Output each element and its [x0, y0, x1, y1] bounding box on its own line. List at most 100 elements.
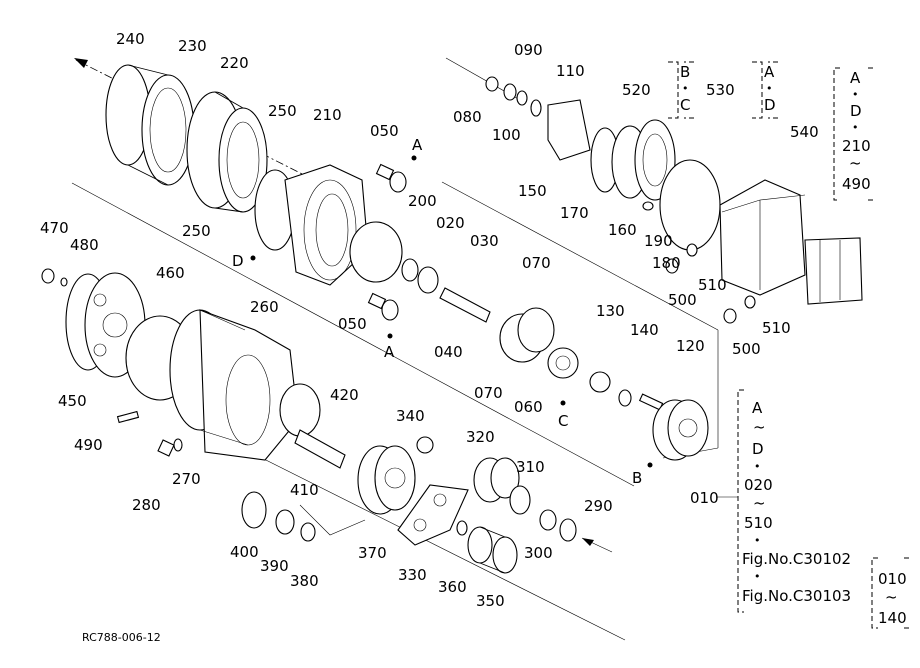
label-220: 220 — [220, 54, 249, 72]
label-260: 260 — [250, 298, 279, 316]
label-d4: D — [752, 440, 764, 458]
label-d2: D — [850, 102, 862, 120]
label-100: 100 — [492, 126, 521, 144]
label-tilde-010c: ~ — [885, 588, 898, 606]
bracket-540-close — [868, 67, 874, 201]
part-490-pin — [116, 410, 140, 424]
label-d3: D — [232, 252, 244, 270]
label-tilde-540: ~ — [849, 154, 862, 172]
label-290: 290 — [584, 497, 613, 515]
arrow-head-240 — [74, 58, 88, 68]
label-330: 330 — [398, 566, 427, 584]
label-510-right: 510 — [744, 514, 773, 532]
label-370: 370 — [358, 544, 387, 562]
label-310: 310 — [516, 458, 545, 476]
part-230-ring — [105, 64, 195, 186]
part-050-bolt-upper — [375, 163, 407, 193]
part-270-washer — [173, 438, 183, 452]
label-050-upper: 050 — [370, 122, 399, 140]
part-330-hole-b — [433, 493, 447, 507]
bracket-400-410 — [299, 504, 366, 536]
label-300: 300 — [524, 544, 553, 562]
label-490-lower: 490 — [74, 436, 103, 454]
part-500-plug-upper — [665, 258, 679, 274]
part-190-pin — [642, 201, 654, 211]
part-carrier-b — [652, 399, 709, 461]
part-330-plate — [397, 484, 469, 546]
part-040-shaft — [439, 287, 491, 323]
label-dot-b1: • — [682, 82, 689, 95]
label-200: 200 — [408, 192, 437, 210]
label-a5: A — [752, 399, 763, 417]
label-020-right: 020 — [744, 476, 773, 494]
label-230: 230 — [178, 37, 207, 55]
part-150-plate — [547, 99, 591, 161]
label-180: 180 — [652, 254, 681, 272]
label-dot-d2: • — [852, 121, 859, 134]
part-130-washer — [589, 371, 611, 393]
label-170: 170 — [560, 204, 589, 222]
label-d1: D — [764, 96, 776, 114]
label-490-right: 490 — [842, 175, 871, 193]
ref-dot-b2 — [647, 462, 653, 468]
label-020: 020 — [436, 214, 465, 232]
label-050-lower: 050 — [338, 315, 367, 333]
label-120: 120 — [676, 337, 705, 355]
label-420: 420 — [330, 386, 359, 404]
part-510-ring-upper — [686, 243, 698, 257]
label-520: 520 — [622, 81, 651, 99]
label-a1: A — [412, 136, 423, 154]
label-540: 540 — [790, 123, 819, 141]
label-270: 270 — [172, 470, 201, 488]
label-530: 530 — [706, 81, 735, 99]
bracket-010b-close — [904, 557, 910, 629]
label-110: 110 — [556, 62, 585, 80]
label-410: 410 — [290, 481, 319, 499]
bracket-520-close — [684, 61, 694, 119]
label-500-upper: 500 — [668, 291, 697, 309]
label-080: 080 — [453, 108, 482, 126]
part-320-gear — [473, 457, 520, 503]
label-460: 460 — [156, 264, 185, 282]
label-070-lower: 070 — [474, 384, 503, 402]
part-080-washer — [485, 76, 499, 92]
label-030: 030 — [470, 232, 499, 250]
label-c2: C — [558, 412, 568, 430]
label-dot-fig: • — [754, 570, 761, 583]
label-tilde-010a: ~ — [753, 418, 766, 436]
bracket-520 — [668, 61, 679, 119]
label-a4: A — [384, 343, 395, 361]
part-380-ring — [300, 522, 316, 542]
ref-dot-c2 — [560, 400, 566, 406]
part-100-ring — [516, 90, 528, 106]
label-040: 040 — [434, 343, 463, 361]
bracket-530 — [752, 61, 763, 119]
part-370-carrier — [357, 445, 416, 515]
part-110-ring — [530, 99, 542, 117]
part-410-shaft — [294, 429, 346, 469]
bracket-540 — [833, 67, 840, 201]
label-140: 140 — [630, 321, 659, 339]
label-tilde-010b: ~ — [753, 494, 766, 512]
part-400-gear — [241, 491, 267, 529]
label-240: 240 — [116, 30, 145, 48]
label-a2: A — [764, 63, 775, 81]
label-dot-510: • — [754, 534, 761, 547]
label-390: 390 — [260, 557, 289, 575]
label-010: 010 — [690, 489, 719, 507]
ref-dot-a1 — [411, 155, 417, 161]
label-160: 160 — [608, 221, 637, 239]
label-250-lower: 250 — [182, 222, 211, 240]
label-c1: C — [680, 96, 690, 114]
part-290-ring — [559, 518, 577, 542]
part-510-ring-lower — [744, 295, 756, 309]
label-510-upper: 510 — [698, 276, 727, 294]
guide-line-middle — [441, 181, 719, 331]
arrow-head-290 — [582, 538, 594, 546]
part-470-plug — [41, 268, 55, 284]
label-380: 380 — [290, 572, 319, 590]
label-060: 060 — [514, 398, 543, 416]
label-dot-a3: • — [852, 88, 859, 101]
part-420-disc — [279, 383, 321, 437]
label-fig-c30103: Fig.No.C30103 — [742, 587, 851, 605]
